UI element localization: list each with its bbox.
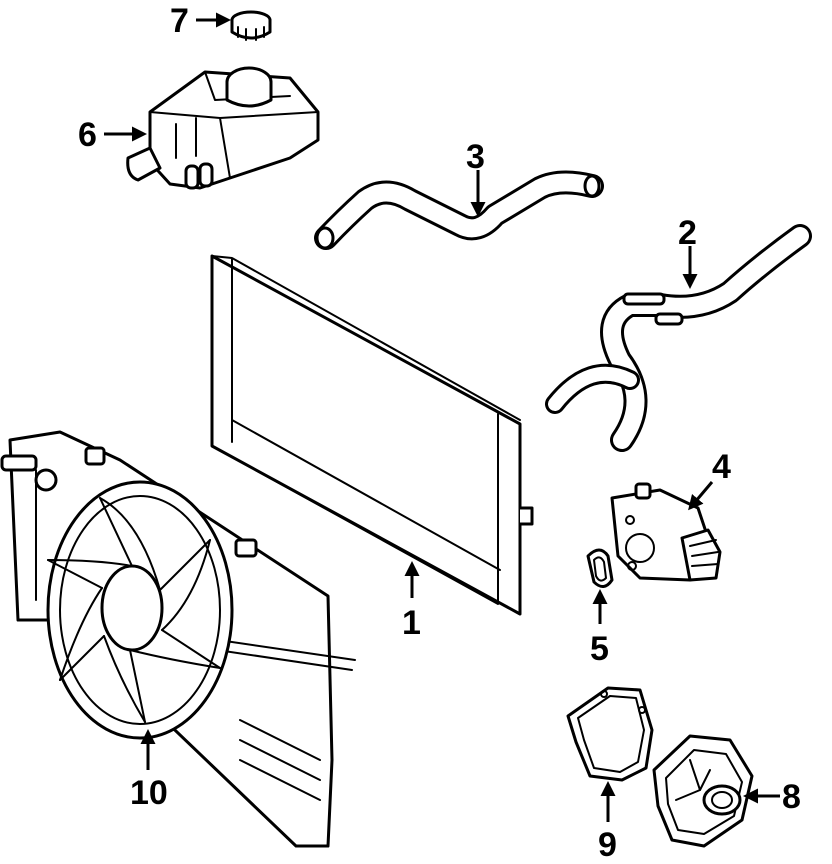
cooling-fan-assembly bbox=[0, 430, 356, 848]
leader-4 bbox=[688, 481, 714, 511]
callout-10: 10 bbox=[130, 774, 168, 812]
callout-9: 9 bbox=[598, 826, 617, 864]
thermostat-gasket bbox=[586, 548, 614, 588]
radiator-cap bbox=[230, 10, 272, 41]
upper-hose bbox=[314, 170, 604, 250]
coolant-reservoir bbox=[126, 66, 320, 190]
callout-5: 5 bbox=[590, 630, 609, 668]
callout-3: 3 bbox=[466, 138, 485, 176]
callout-7: 7 bbox=[170, 2, 189, 40]
callout-6: 6 bbox=[78, 116, 97, 154]
callout-2: 2 bbox=[678, 214, 697, 252]
thermostat-housing bbox=[610, 482, 722, 582]
lower-hose bbox=[545, 224, 812, 452]
callout-1: 1 bbox=[402, 604, 421, 642]
leader-arrows bbox=[104, 12, 780, 822]
callout-8: 8 bbox=[782, 778, 801, 816]
water-pump bbox=[652, 734, 754, 848]
water-pump-gasket bbox=[566, 686, 654, 782]
radiator bbox=[210, 254, 534, 616]
callout-4: 4 bbox=[712, 448, 731, 486]
